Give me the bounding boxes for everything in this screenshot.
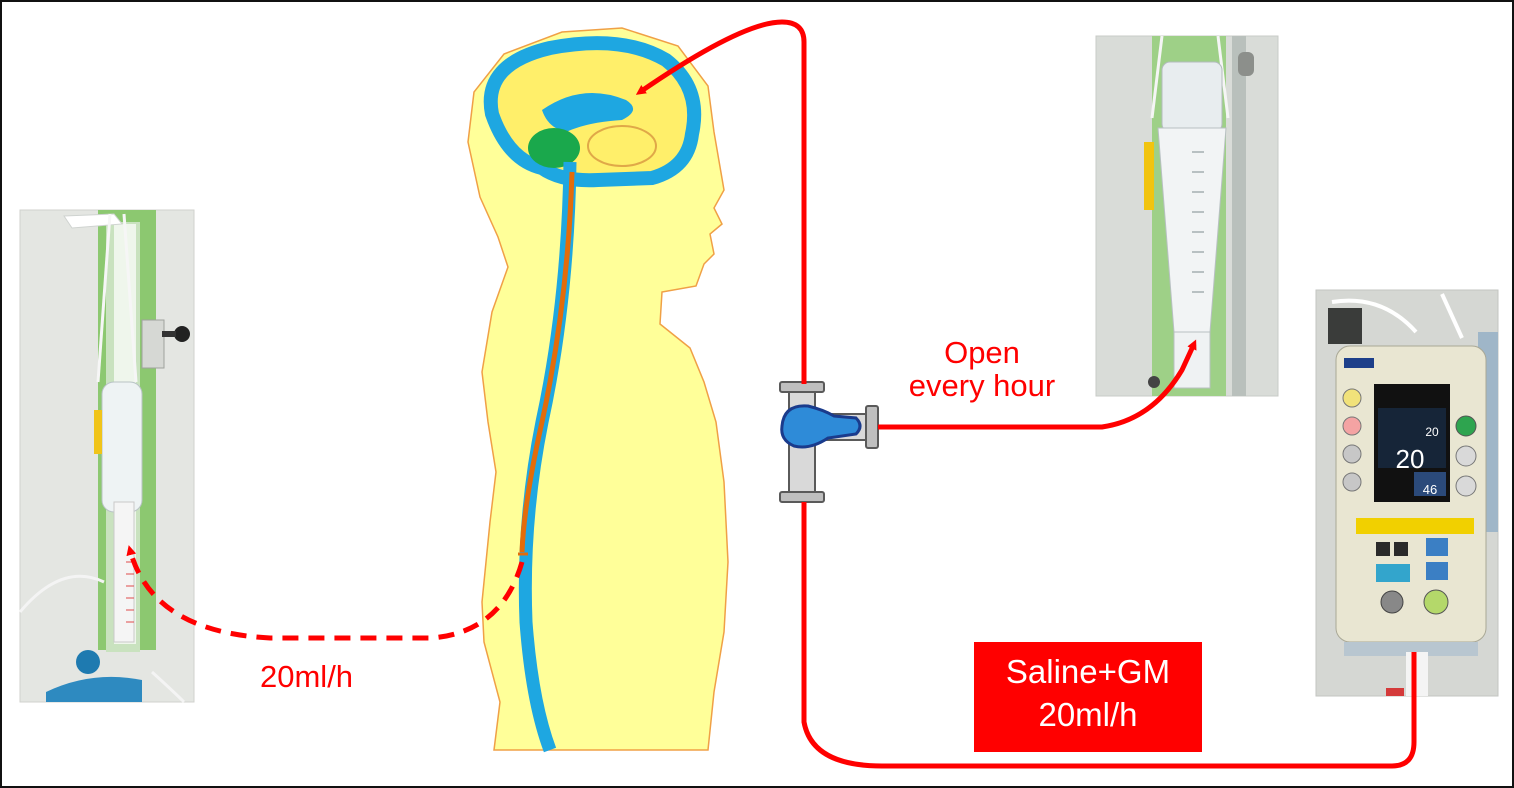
lumbar-drain-dashed-arrow bbox=[126, 545, 525, 641]
patient-silhouette bbox=[467, 27, 729, 751]
open-every-hour-label: Open every hour bbox=[882, 336, 1082, 403]
open-label-line1: Open bbox=[944, 335, 1020, 370]
infusion-pump-photo: 20 20 46 bbox=[1315, 289, 1499, 697]
pump-supply-line bbox=[801, 502, 1417, 769]
three-way-stopcock bbox=[779, 381, 879, 503]
red-tubing-lines bbox=[126, 19, 1417, 769]
right-drip-chamber-photo bbox=[1095, 35, 1279, 397]
saline-label-line1: Saline+GM bbox=[1005, 653, 1171, 690]
saline-gm-box: Saline+GM 20ml/h bbox=[974, 642, 1202, 752]
pump-display-volume: 46 bbox=[1423, 482, 1437, 497]
pump-display-rate: 20 bbox=[1396, 444, 1425, 474]
pump-display-small: 20 bbox=[1425, 425, 1439, 439]
brain-with-ventricles bbox=[483, 36, 702, 188]
left-drip-chamber-photo bbox=[18, 209, 195, 704]
saline-label-line2: 20ml/h bbox=[1038, 695, 1138, 733]
open-label-line2: every hour bbox=[908, 368, 1056, 404]
drain-line-arrow bbox=[878, 339, 1197, 430]
intrathecal-catheter bbox=[519, 171, 575, 553]
left-rate-label: 20ml/h bbox=[260, 659, 354, 694]
ventricular-line-arrow bbox=[635, 19, 807, 384]
